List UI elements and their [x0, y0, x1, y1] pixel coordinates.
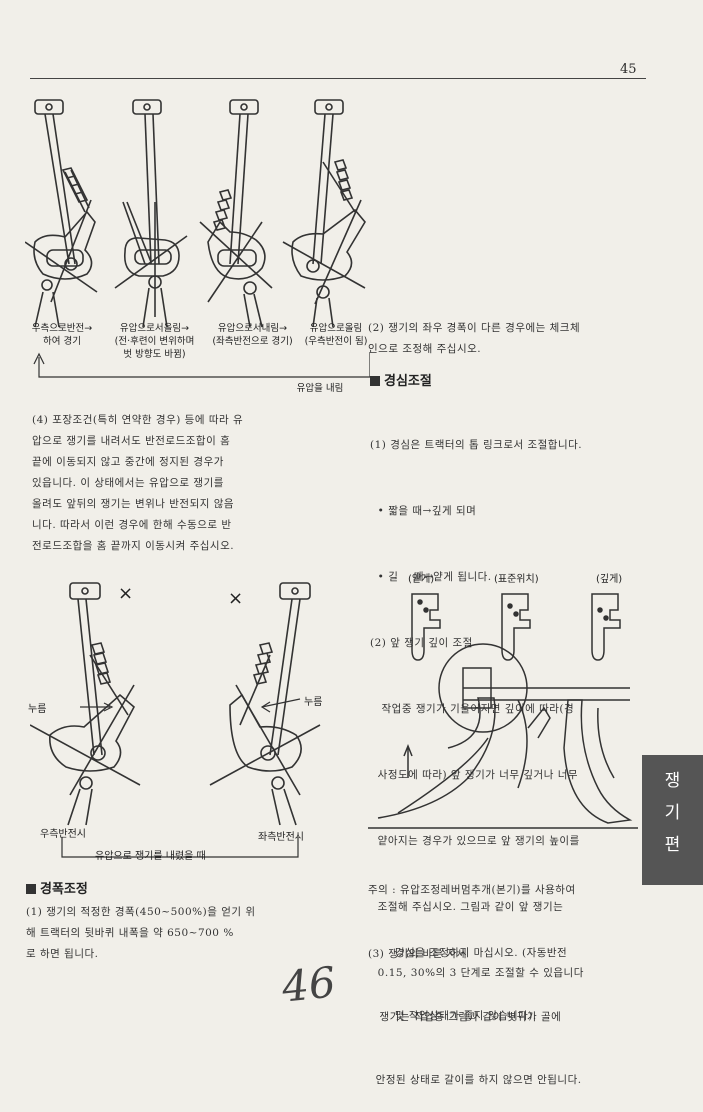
top-caption-3: 유압으로서내림→ (좌측반전으로 경기): [212, 323, 293, 347]
left-para-width: (1) 쟁기의 적정한 경폭(450~500%)을 얻기 위 해 트랙터의 뒷바…: [26, 906, 256, 960]
header-rule: [30, 78, 646, 79]
depth-adjust-figure: [368, 593, 638, 829]
label-shallow: (얕게): [408, 574, 435, 585]
plow-diagram-1: [25, 99, 98, 328]
plow-diagram-3: [199, 99, 273, 328]
right-note: 주의 : 유압조정레버멈추개(본기)를 사용하여 경심을 조정하지 마십시오. …: [368, 884, 576, 1022]
handwritten-page-number: 46: [279, 957, 338, 1012]
left-para-4: (4) 포장조건(특히 연약한 경우) 등에 따라 유 압으로 쟁기를 내려서도…: [32, 414, 244, 552]
right-para-2-top: (2) 쟁기의 좌우 경폭이 다른 경우에는 체크체 인으로 조정해 주십시오.: [368, 322, 581, 355]
mark-x-right: ×: [228, 588, 244, 609]
press-label-left: 누름: [28, 704, 47, 715]
bracket-label: 유압으로 쟁기를 내렸을 때: [95, 851, 206, 862]
caption-right-reverse: 우측반전시: [40, 829, 86, 840]
right-para-3: (3) 쟁기의 바른 자세 쟁기는 작업중 그림과 같이 볏귀가 골에 안정된 …: [368, 948, 582, 1086]
top-caption-4: 유압으로올림 (우측반전이 됨): [304, 323, 368, 347]
plow-right-reverse: [30, 582, 141, 826]
heading-width-adjust: 경폭조정: [26, 878, 88, 897]
side-tab-plow-section: 쟁 기 편: [642, 755, 703, 885]
plow-diagram-2: [114, 99, 188, 328]
page-number: 45: [620, 62, 637, 77]
top-caption-1: 우측으로반전→ 하여 경기: [31, 323, 93, 347]
right-depth-text: (1) 경심은 트랙터의 톱 링크로서 조절합니다. • 짧을 때→깊게 되며 …: [370, 439, 584, 979]
top-arrow-label: 유압을 내림: [296, 383, 344, 394]
caption-left-reverse: 좌측반전시: [258, 832, 304, 843]
label-standard: (표준위치): [494, 574, 539, 585]
bracket-shallow: [411, 593, 441, 661]
mark-x-left: ×: [118, 583, 134, 604]
plow-left-reverse: [209, 582, 321, 826]
top-plow-figure: [25, 99, 370, 378]
bracket-deep: [591, 593, 621, 661]
plow-diagram-4: [282, 99, 366, 328]
bracket-standard: [501, 593, 531, 661]
top-caption-2: 유압으로서올림→ (전·후련이 변위하며 벗 방향도 바뀜): [114, 323, 195, 360]
mid-plow-figure: [30, 582, 321, 858]
press-label-right: 누름: [304, 697, 323, 708]
heading-depth-adjust: 경심조절: [370, 370, 432, 389]
label-deep: (깊게): [596, 574, 623, 585]
